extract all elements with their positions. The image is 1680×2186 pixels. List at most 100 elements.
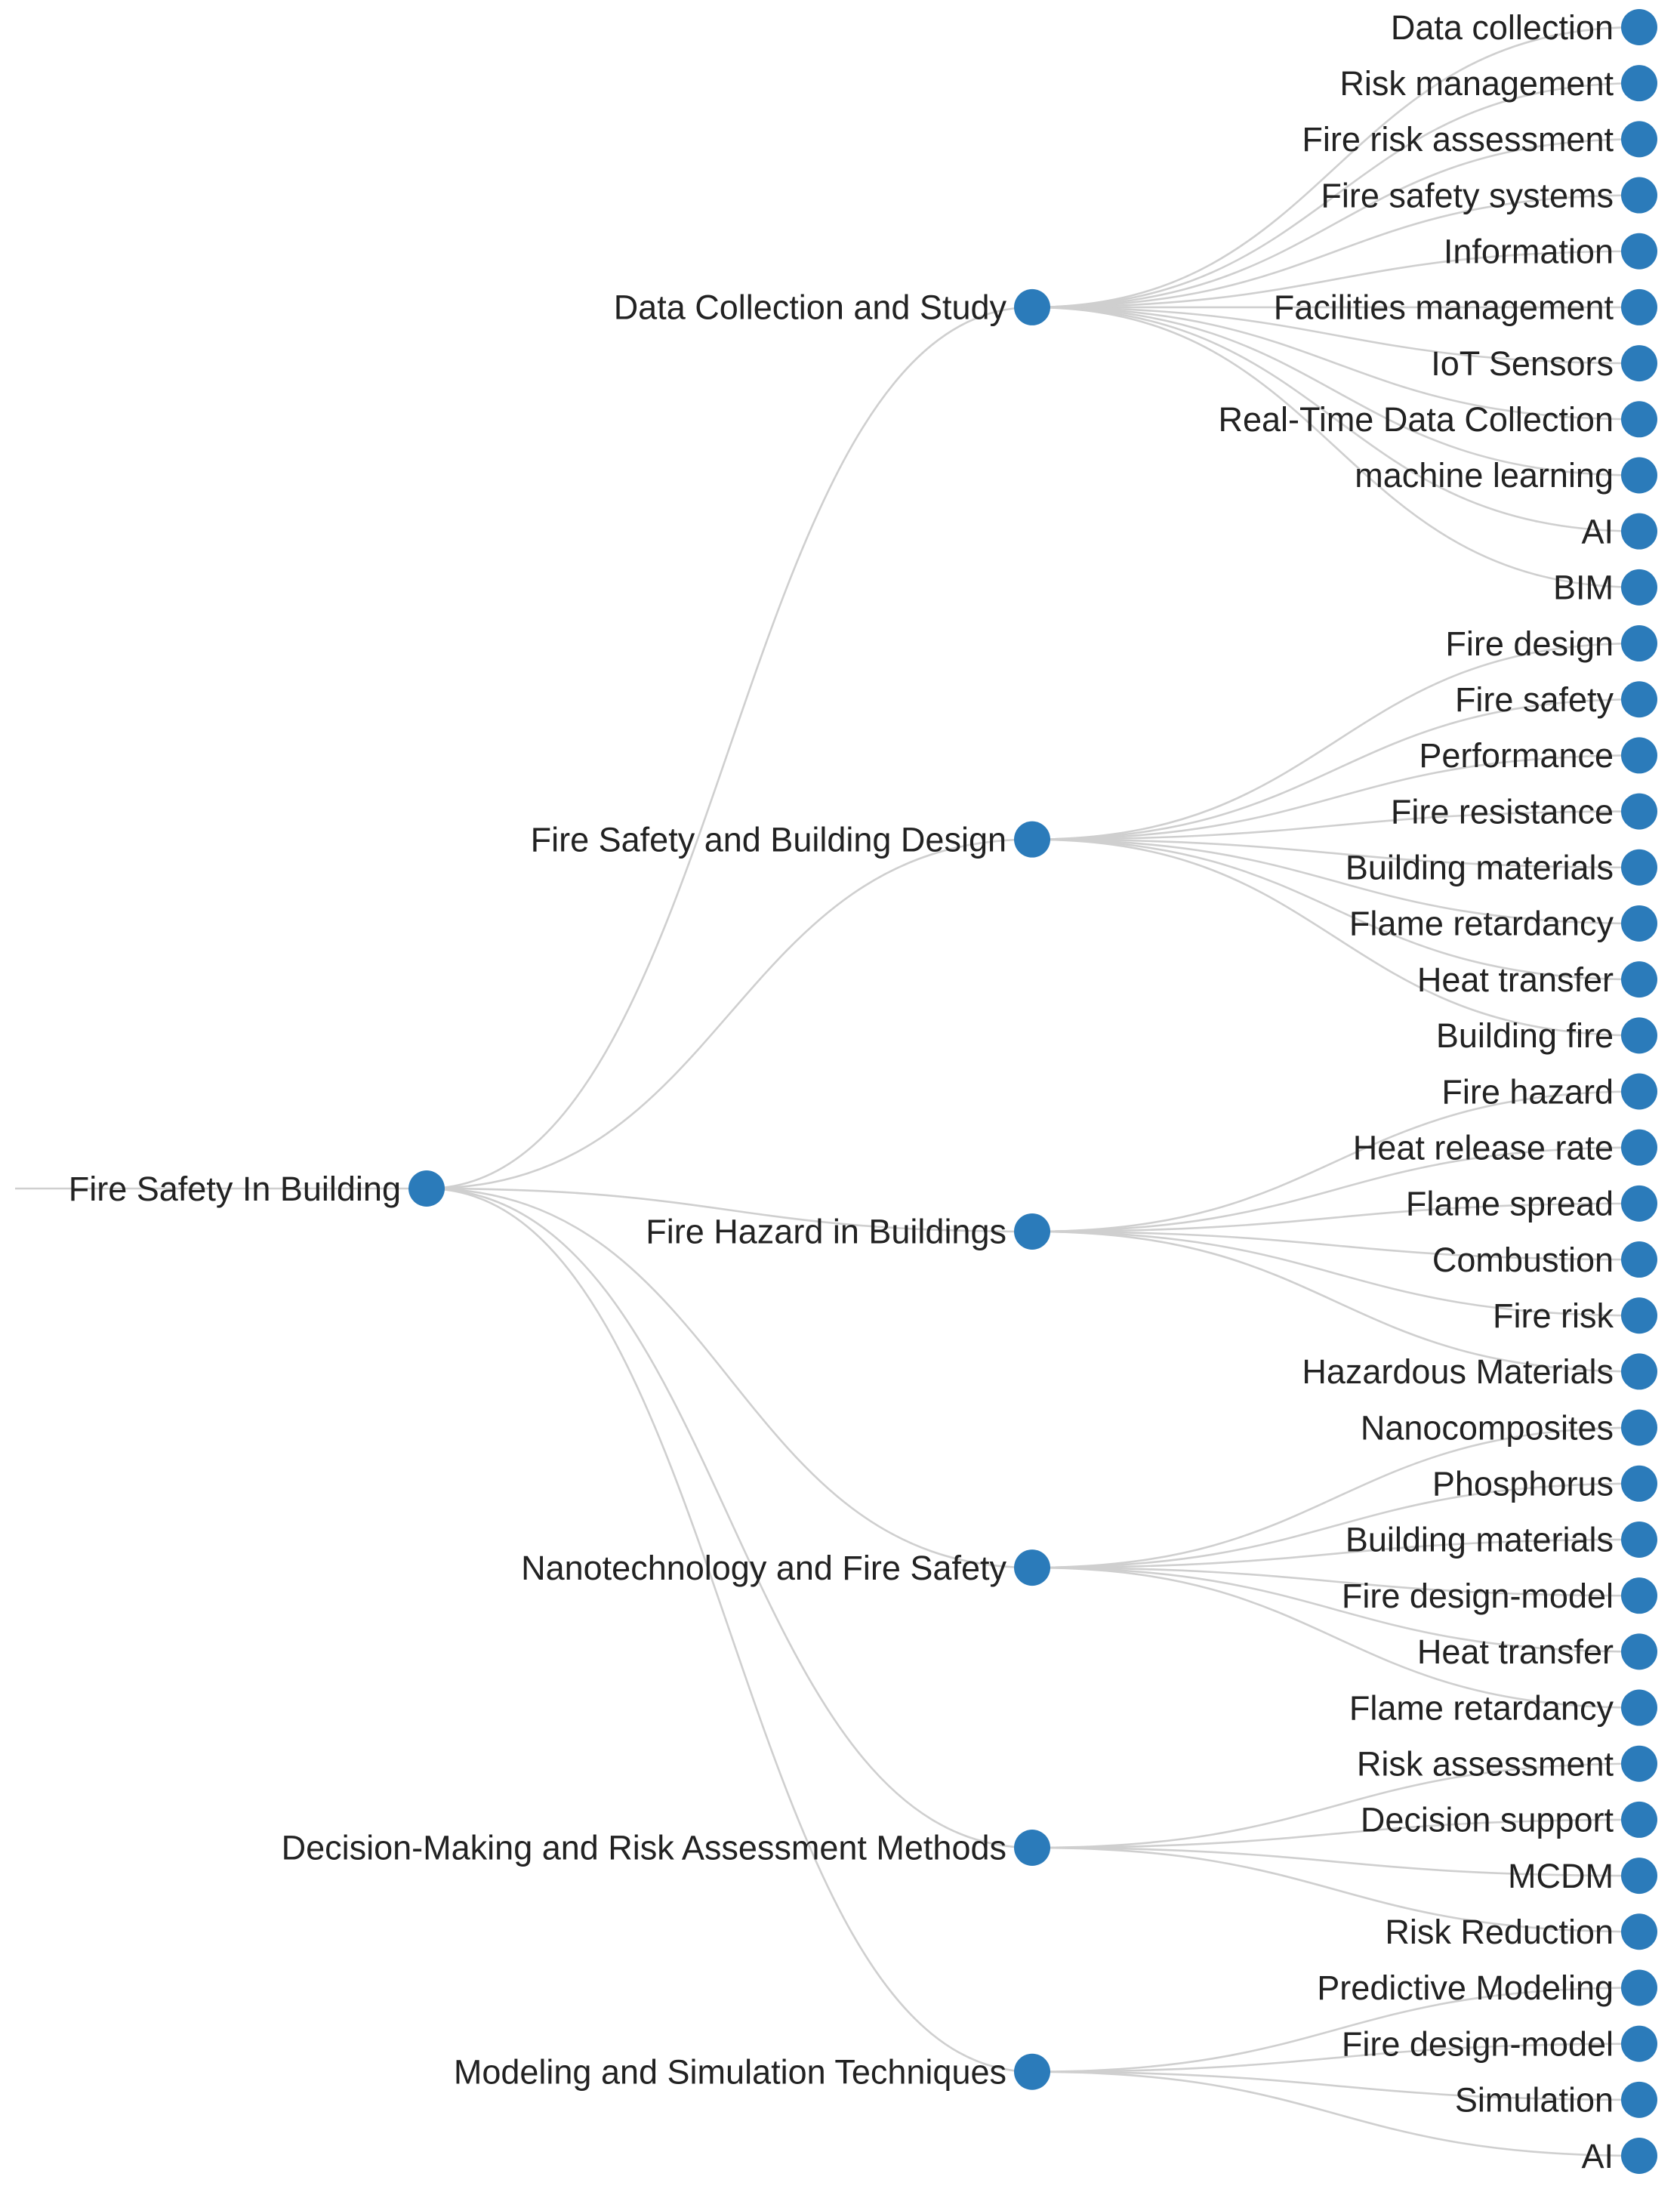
branch-node-5[interactable]: Modeling and Simulation Techniques [454,2052,1050,2091]
leaf-node-1-2-dot[interactable] [1621,737,1657,774]
leaf-node-0-8-dot[interactable] [1621,457,1657,494]
leaf-node-0-6[interactable]: IoT Sensors [1431,344,1657,383]
leaf-node-5-0[interactable]: Predictive Modeling [1317,1969,1657,2007]
leaf-node-1-3[interactable]: Fire resistance [1391,792,1657,831]
leaf-node-0-7[interactable]: Real-Time Data Collection [1218,400,1657,439]
leaf-node-2-2-dot[interactable] [1621,1185,1657,1222]
leaf-node-1-0-dot[interactable] [1621,625,1657,662]
leaf-node-2-1[interactable]: Heat release rate [1353,1128,1657,1167]
branch-node-0-dot[interactable] [1014,288,1050,325]
leaf-node-5-3[interactable]: AI [1581,2137,1657,2175]
leaf-node-3-2-dot[interactable] [1621,1521,1657,1558]
leaf-node-0-5-dot[interactable] [1621,288,1657,325]
leaf-node-4-1[interactable]: Decision support [1361,1801,1657,1839]
leaf-node-5-0-dot[interactable] [1621,1969,1657,2006]
leaf-node-0-10[interactable]: BIM [1553,569,1657,607]
leaf-node-2-2[interactable]: Flame spread [1406,1185,1657,1223]
leaf-node-0-4-dot[interactable] [1621,233,1657,270]
leaf-node-1-6-dot[interactable] [1621,961,1657,998]
leaf-node-1-5-dot[interactable] [1621,905,1657,942]
leaf-node-0-5[interactable]: Facilities management [1274,288,1657,327]
branch-node-2-dot[interactable] [1014,1213,1050,1250]
leaf-node-3-3-dot[interactable] [1621,1577,1657,1614]
leaf-node-0-10-dot[interactable] [1621,569,1657,606]
leaf-node-0-1[interactable]: Risk management [1339,64,1657,103]
leaf-node-2-5-dot[interactable] [1621,1353,1657,1390]
root-node[interactable]: Fire Safety In Building [69,1170,445,1208]
leaf-node-1-4[interactable]: Building materials [1346,849,1657,887]
link-branch-2-to-leaf-1 [1031,1146,1640,1233]
link-branch-0-to-leaf-3 [1031,194,1640,309]
leaf-node-0-0-dot[interactable] [1621,9,1657,45]
leaf-node-1-0[interactable]: Fire design [1445,624,1657,663]
leaf-node-3-5[interactable]: Flame retardancy [1349,1688,1657,1727]
leaf-node-5-3-dot[interactable] [1621,2138,1657,2174]
leaf-node-3-1-dot[interactable] [1621,1465,1657,1502]
branch-node-3-dot[interactable] [1014,1549,1050,1586]
leaf-node-5-1-dot[interactable] [1621,2025,1657,2062]
leaf-node-4-3[interactable]: Risk Reduction [1385,1913,1657,1951]
leaf-node-4-2-dot[interactable] [1621,1858,1657,1895]
leaf-node-3-1[interactable]: Phosphorus [1432,1465,1657,1503]
leaf-node-1-7-dot[interactable] [1621,1017,1657,1054]
leaf-node-3-5-dot[interactable] [1621,1689,1657,1726]
leaf-node-1-5[interactable]: Flame retardancy [1349,905,1657,943]
leaf-node-0-3-dot[interactable] [1621,177,1657,214]
leaf-node-2-0-dot[interactable] [1621,1073,1657,1110]
leaf-node-3-4-dot[interactable] [1621,1633,1657,1670]
leaf-node-3-5-label: Flame retardancy [1349,1688,1614,1727]
leaf-node-1-1[interactable]: Fire safety [1455,680,1657,719]
leaf-node-2-3[interactable]: Combustion [1432,1241,1657,1279]
leaf-node-0-9-dot[interactable] [1621,513,1657,550]
leaf-node-1-4-dot[interactable] [1621,849,1657,886]
leaf-node-5-1[interactable]: Fire design-model [1342,2024,1657,2063]
branch-node-3[interactable]: Nanotechnology and Fire Safety [521,1549,1050,1587]
leaf-node-4-3-dot[interactable] [1621,1913,1657,1950]
leaf-node-1-6[interactable]: Heat transfer [1417,960,1657,999]
leaf-node-3-3[interactable]: Fire design-model [1342,1577,1657,1615]
branch-node-1-dot[interactable] [1014,821,1050,858]
leaf-node-1-7[interactable]: Building fire [1436,1016,1657,1055]
branch-node-5-dot[interactable] [1014,2053,1050,2090]
leaf-node-2-4-dot[interactable] [1621,1297,1657,1334]
leaf-node-2-5-label: Hazardous Materials [1302,1352,1614,1391]
leaf-node-3-0-dot[interactable] [1621,1409,1657,1446]
leaf-node-0-9[interactable]: AI [1581,512,1657,550]
leaf-node-4-2[interactable]: MCDM [1508,1857,1657,1895]
leaf-node-0-0[interactable]: Data collection [1391,8,1657,47]
leaf-node-2-0[interactable]: Fire hazard [1441,1072,1657,1111]
branch-node-0[interactable]: Data Collection and Study [614,288,1050,327]
branch-node-1[interactable]: Fire Safety and Building Design [531,820,1050,859]
leaf-node-0-5-label: Facilities management [1274,288,1614,327]
leaf-node-0-6-dot[interactable] [1621,345,1657,382]
leaf-node-1-3-dot[interactable] [1621,793,1657,830]
link-branch-0-to-leaf-8 [1031,306,1640,476]
leaf-node-0-3[interactable]: Fire safety systems [1321,176,1657,214]
leaf-node-2-4[interactable]: Fire risk [1493,1296,1657,1335]
leaf-node-3-0[interactable]: Nanocomposites [1361,1408,1657,1447]
leaf-node-3-4[interactable]: Heat transfer [1417,1633,1657,1671]
branch-node-2[interactable]: Fire Hazard in Buildings [646,1213,1050,1251]
leaf-node-1-6-label: Heat transfer [1417,960,1614,999]
leaf-node-0-2[interactable]: Fire risk assessment [1302,120,1657,159]
root-node-dot[interactable] [408,1170,445,1207]
leaf-node-4-1-dot[interactable] [1621,1801,1657,1838]
leaf-node-0-4[interactable]: Information [1444,232,1657,270]
leaf-node-0-1-dot[interactable] [1621,65,1657,102]
leaf-node-5-2[interactable]: Simulation [1455,2081,1657,2120]
leaf-node-2-1-dot[interactable] [1621,1129,1657,1166]
branch-node-4-dot[interactable] [1014,1829,1050,1866]
leaf-node-1-2[interactable]: Performance [1419,736,1657,775]
leaf-node-4-0-dot[interactable] [1621,1745,1657,1782]
leaf-node-3-2[interactable]: Building materials [1346,1521,1657,1559]
link-branch-2-to-leaf-4 [1031,1230,1640,1317]
leaf-node-0-7-dot[interactable] [1621,401,1657,438]
leaf-node-1-1-dot[interactable] [1621,681,1657,718]
leaf-node-4-0[interactable]: Risk assessment [1357,1744,1657,1783]
leaf-node-5-2-dot[interactable] [1621,2081,1657,2118]
leaf-node-0-8[interactable]: machine learning [1355,456,1657,495]
branch-node-4[interactable]: Decision-Making and Risk Assessment Meth… [282,1829,1050,1867]
leaf-node-0-2-dot[interactable] [1621,121,1657,158]
leaf-node-2-5[interactable]: Hazardous Materials [1302,1352,1657,1391]
leaf-node-2-3-dot[interactable] [1621,1241,1657,1278]
